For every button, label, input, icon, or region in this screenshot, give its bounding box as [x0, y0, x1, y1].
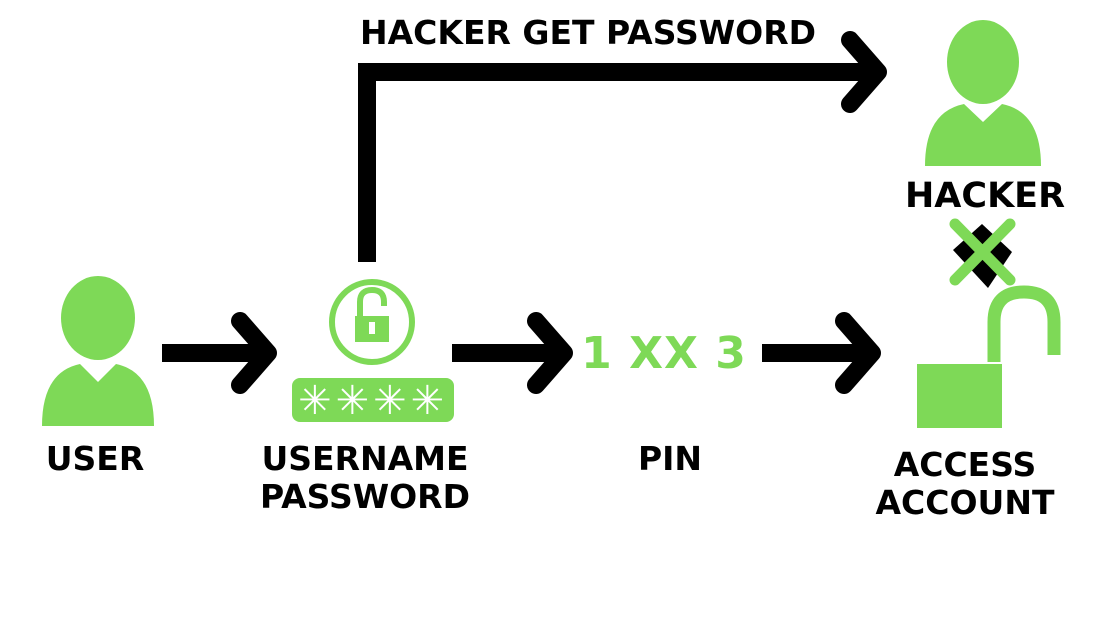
pin-label: PIN [637, 439, 703, 478]
open-lock-icon [917, 285, 1061, 428]
user-icon [42, 276, 154, 426]
hacker-get-password-label: HACKER GET PASSWORD [360, 13, 817, 52]
padlock-icon [329, 279, 415, 365]
blocked-x-icon [949, 218, 1016, 288]
username-label: USERNAME [261, 439, 469, 478]
hacker-path-arrow [358, 40, 878, 262]
password-mask-field: ✳✳✳✳ [292, 378, 454, 424]
credentials-label: USERNAME PASSWORD [250, 440, 480, 516]
pin-code: 1 XX 3 [581, 328, 747, 379]
arrow-right-icon [452, 321, 564, 385]
access-account-label: ACCESS ACCOUNT [855, 446, 1075, 522]
hacker-label: HACKER [905, 176, 1066, 216]
arrow-right-icon [162, 321, 268, 385]
user-label: USER [45, 439, 145, 478]
password-label: PASSWORD [259, 476, 470, 516]
arrow-right-icon [762, 321, 872, 385]
access-label: ACCESS [893, 445, 1037, 484]
hacker-icon [925, 20, 1041, 166]
account-label: ACCOUNT [875, 482, 1055, 522]
